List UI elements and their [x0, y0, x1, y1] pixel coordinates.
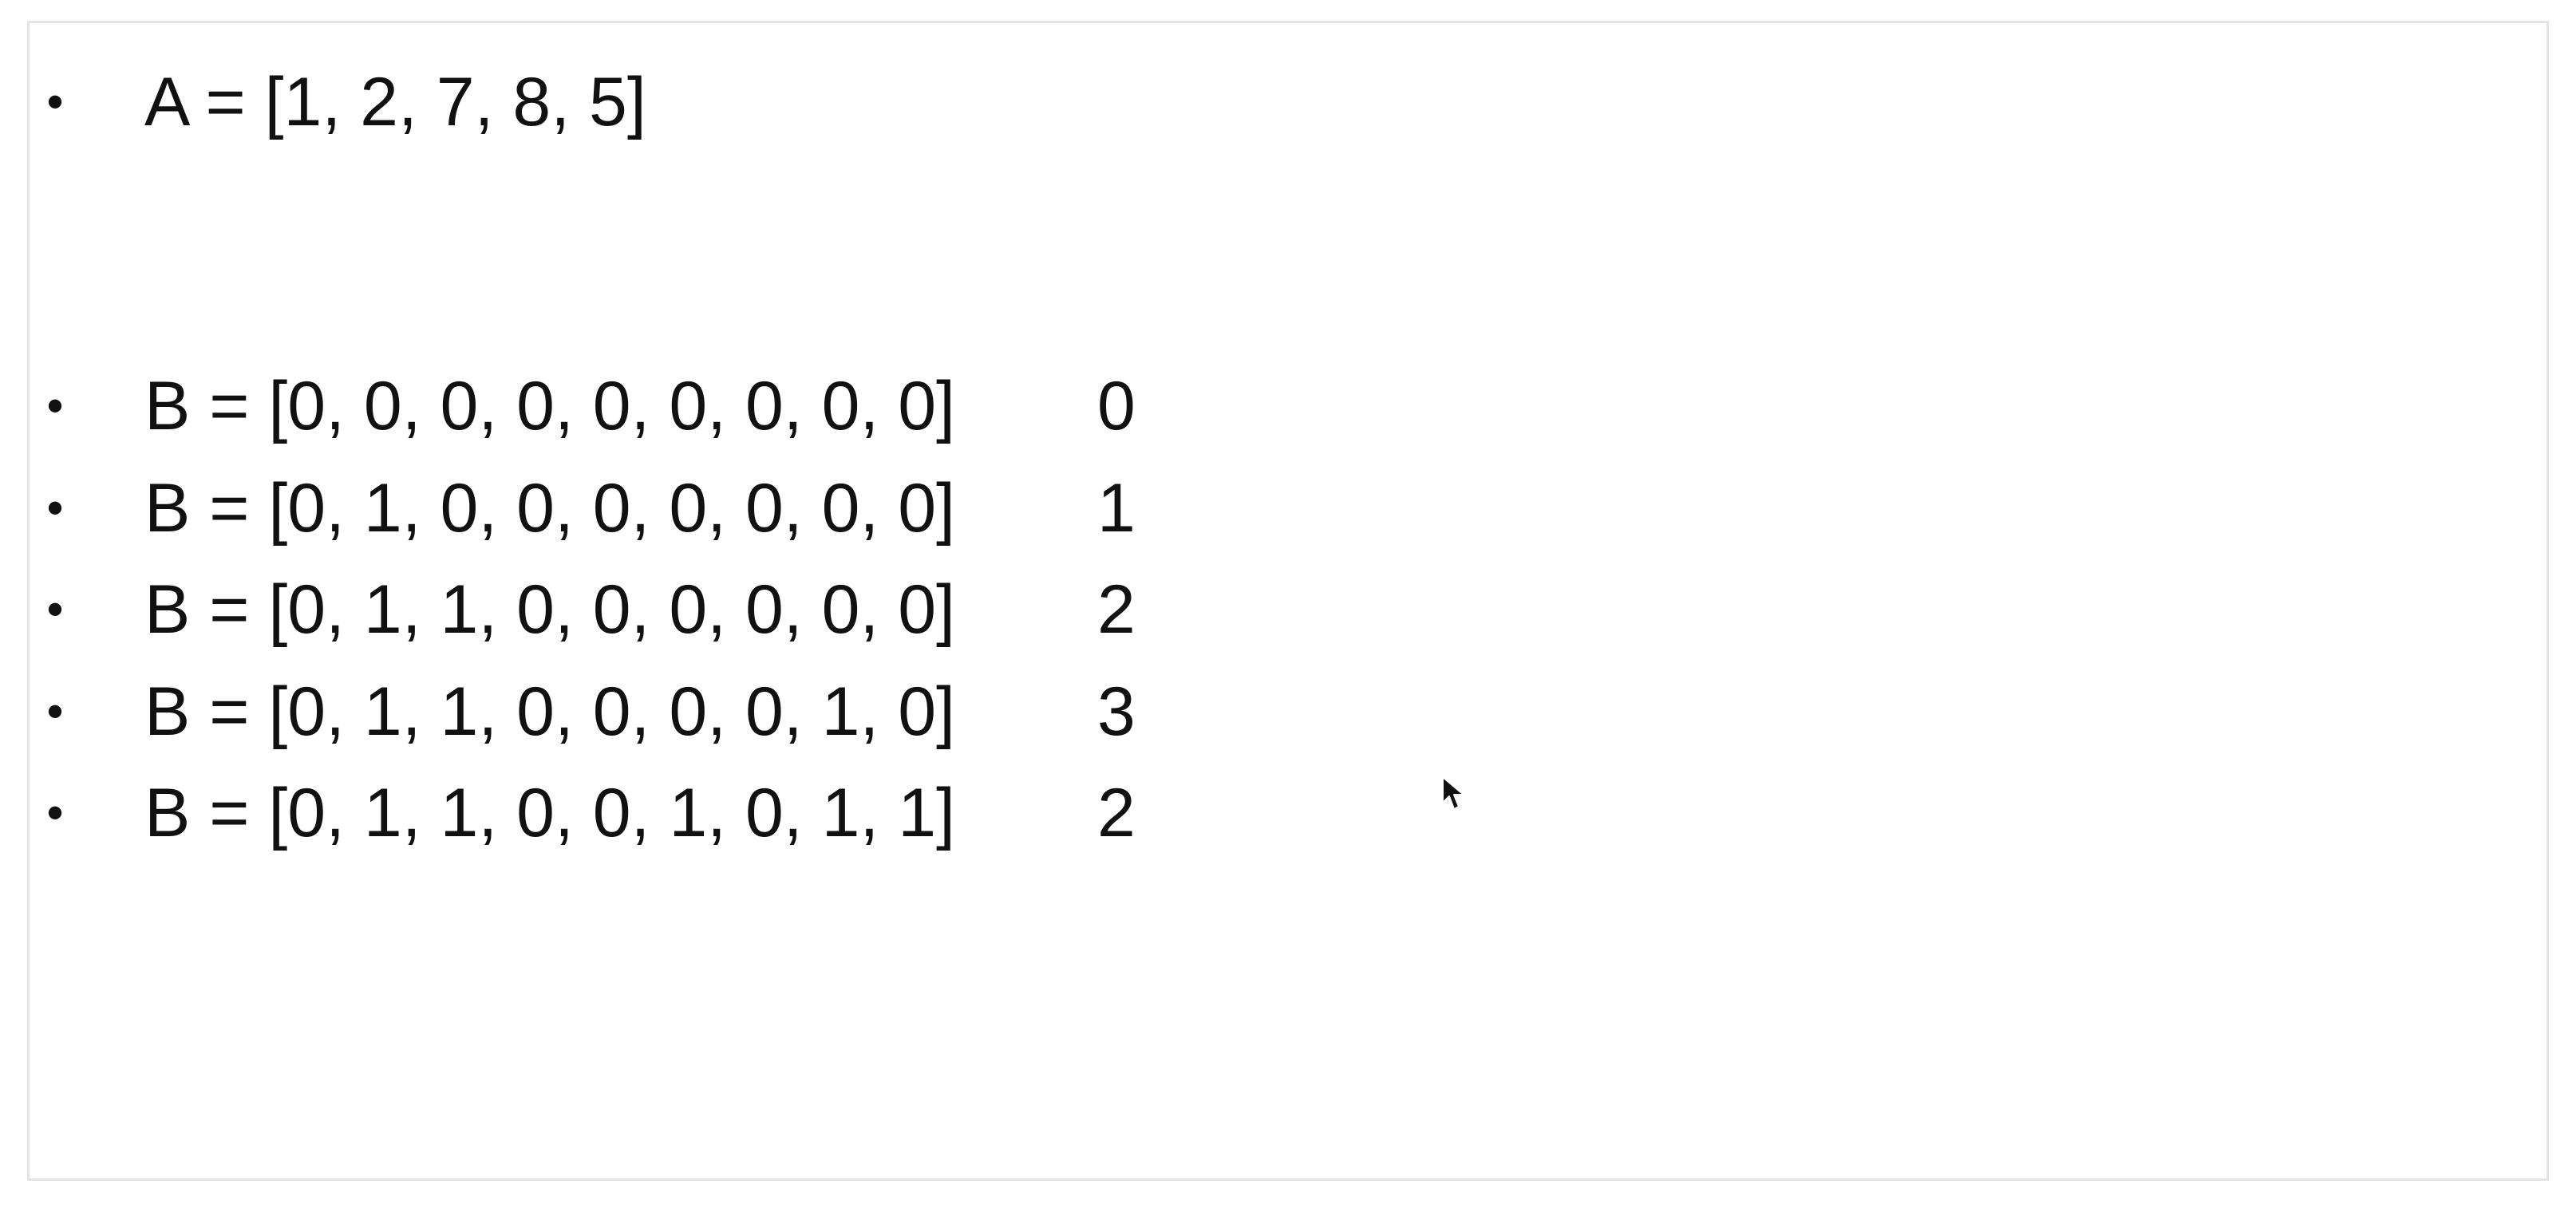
list-item-array-b: • B = [0, 1, 1, 0, 0, 0, 0, 0, 0] 2: [30, 566, 1135, 653]
mouse-pointer-icon: [1442, 776, 1464, 810]
array-b-expression: B = [0, 1, 1, 0, 0, 1, 0, 1, 1]: [144, 775, 955, 851]
array-a-expression: A = [1, 2, 7, 8, 5]: [144, 64, 646, 140]
array-b-expression: B = [0, 1, 1, 0, 0, 0, 0, 1, 0]: [144, 673, 955, 750]
bullet-icon: •: [46, 75, 64, 128]
bullet-icon: •: [46, 786, 64, 839]
list-item-array-b: • B = [0, 1, 0, 0, 0, 0, 0, 0, 0] 1: [30, 464, 1135, 552]
count-value: 3: [1097, 673, 1136, 750]
bullet-icon: •: [46, 379, 64, 432]
list-item-array-b: • B = [0, 1, 1, 0, 0, 0, 0, 1, 0] 3: [30, 668, 1135, 756]
bullet-icon: •: [46, 481, 64, 535]
count-value: 2: [1097, 571, 1136, 648]
array-b-expression: B = [0, 0, 0, 0, 0, 0, 0, 0, 0]: [144, 368, 955, 444]
count-value: 1: [1097, 470, 1136, 547]
list-item-array-a: • A = [1, 2, 7, 8, 5]: [30, 58, 646, 146]
bullet-icon: •: [46, 685, 64, 738]
array-b-expression: B = [0, 1, 1, 0, 0, 0, 0, 0, 0]: [144, 571, 955, 648]
bullet-icon: •: [46, 582, 64, 636]
array-b-expression: B = [0, 1, 0, 0, 0, 0, 0, 0, 0]: [144, 470, 955, 547]
count-value: 2: [1097, 775, 1136, 851]
count-value: 0: [1097, 368, 1136, 444]
list-item-array-b: • B = [0, 0, 0, 0, 0, 0, 0, 0, 0] 0: [30, 362, 1135, 450]
list-item-array-b: • B = [0, 1, 1, 0, 0, 1, 0, 1, 1] 2: [30, 769, 1135, 857]
slide-content-area: • A = [1, 2, 7, 8, 5] • B = [0, 0, 0, 0,…: [27, 21, 2549, 1181]
